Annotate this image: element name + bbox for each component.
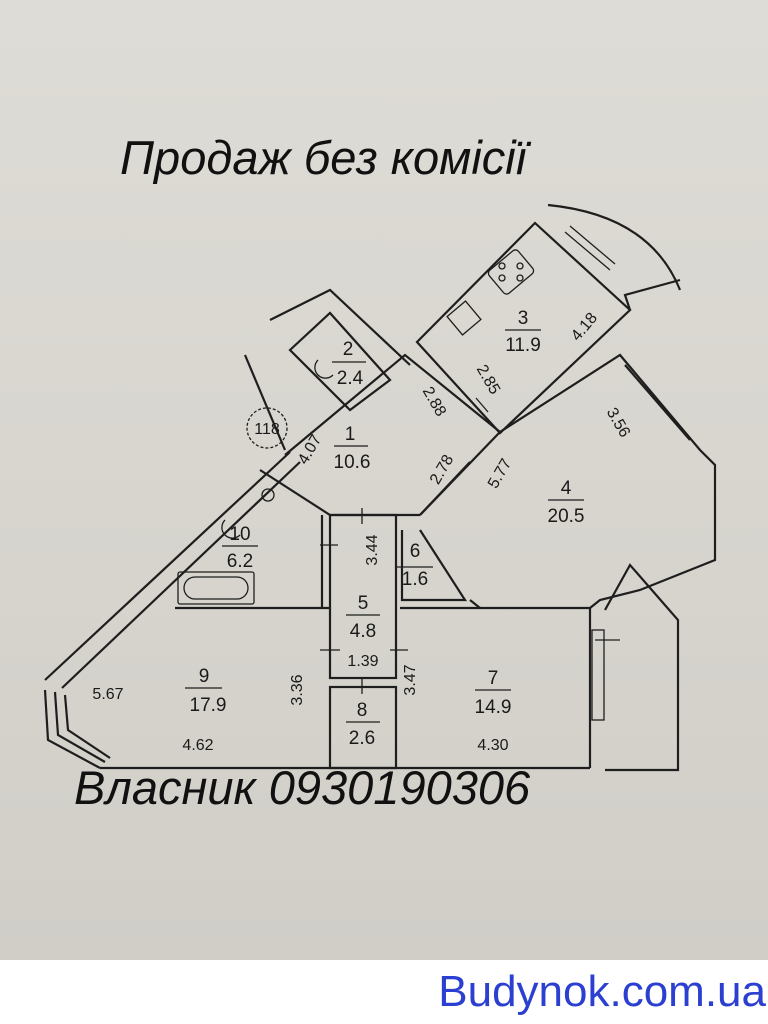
room-number: 9	[199, 666, 210, 687]
owner-contact: Власник 0930190306	[74, 761, 531, 814]
floor-plan-drawing: 118 1 10.6 2 2.4 3 11.9 4 20.5 5 4.8 6 1…	[43, 203, 717, 772]
dimension: 3.44	[364, 534, 381, 565]
dimension: 4.07	[295, 432, 325, 468]
dimension: 4.18	[568, 310, 601, 345]
dimension: 2.85	[473, 362, 503, 398]
room-number: 8	[357, 700, 368, 721]
room-number: 4	[561, 478, 572, 499]
dimension: 4.62	[182, 737, 213, 754]
dimension: 2.88	[419, 384, 449, 420]
room-number: 5	[358, 593, 369, 614]
sale-title: Продаж без комісії	[120, 131, 527, 184]
dimension: 5.77	[485, 456, 515, 492]
paper-background	[0, 0, 768, 960]
room-number: 2	[343, 339, 354, 360]
room-area: 2.6	[349, 728, 375, 749]
room-area: 14.9	[475, 697, 512, 718]
dimension: 1.39	[347, 653, 378, 670]
room-area: 11.9	[505, 335, 541, 356]
room-number: 10	[229, 524, 250, 545]
dimension: 3.36	[289, 674, 306, 705]
dimension: 5.67	[92, 686, 123, 703]
room-number: 3	[518, 308, 529, 329]
room-area: 2.4	[337, 368, 364, 389]
room-number: 7	[488, 668, 499, 689]
dimension: 4.30	[477, 737, 508, 754]
walls	[43, 203, 717, 772]
apartment-number: 118	[254, 421, 280, 438]
room-area: 1.6	[402, 569, 428, 590]
watermark-brand: Budynok.com.ua	[438, 967, 766, 1016]
dimension: 3.47	[402, 664, 419, 695]
room-area: 17.9	[190, 695, 227, 716]
room-number: 6	[410, 541, 421, 562]
room-area: 20.5	[548, 506, 585, 527]
room-labels: 1 10.6 2 2.4 3 11.9 4 20.5 5 4.8 6 1.6 7…	[185, 308, 584, 749]
room-area: 6.2	[227, 551, 253, 572]
room-area: 4.8	[350, 621, 376, 642]
dimension: 3.56	[603, 405, 633, 441]
room-number: 1	[345, 424, 356, 445]
room-area: 10.6	[334, 452, 371, 473]
